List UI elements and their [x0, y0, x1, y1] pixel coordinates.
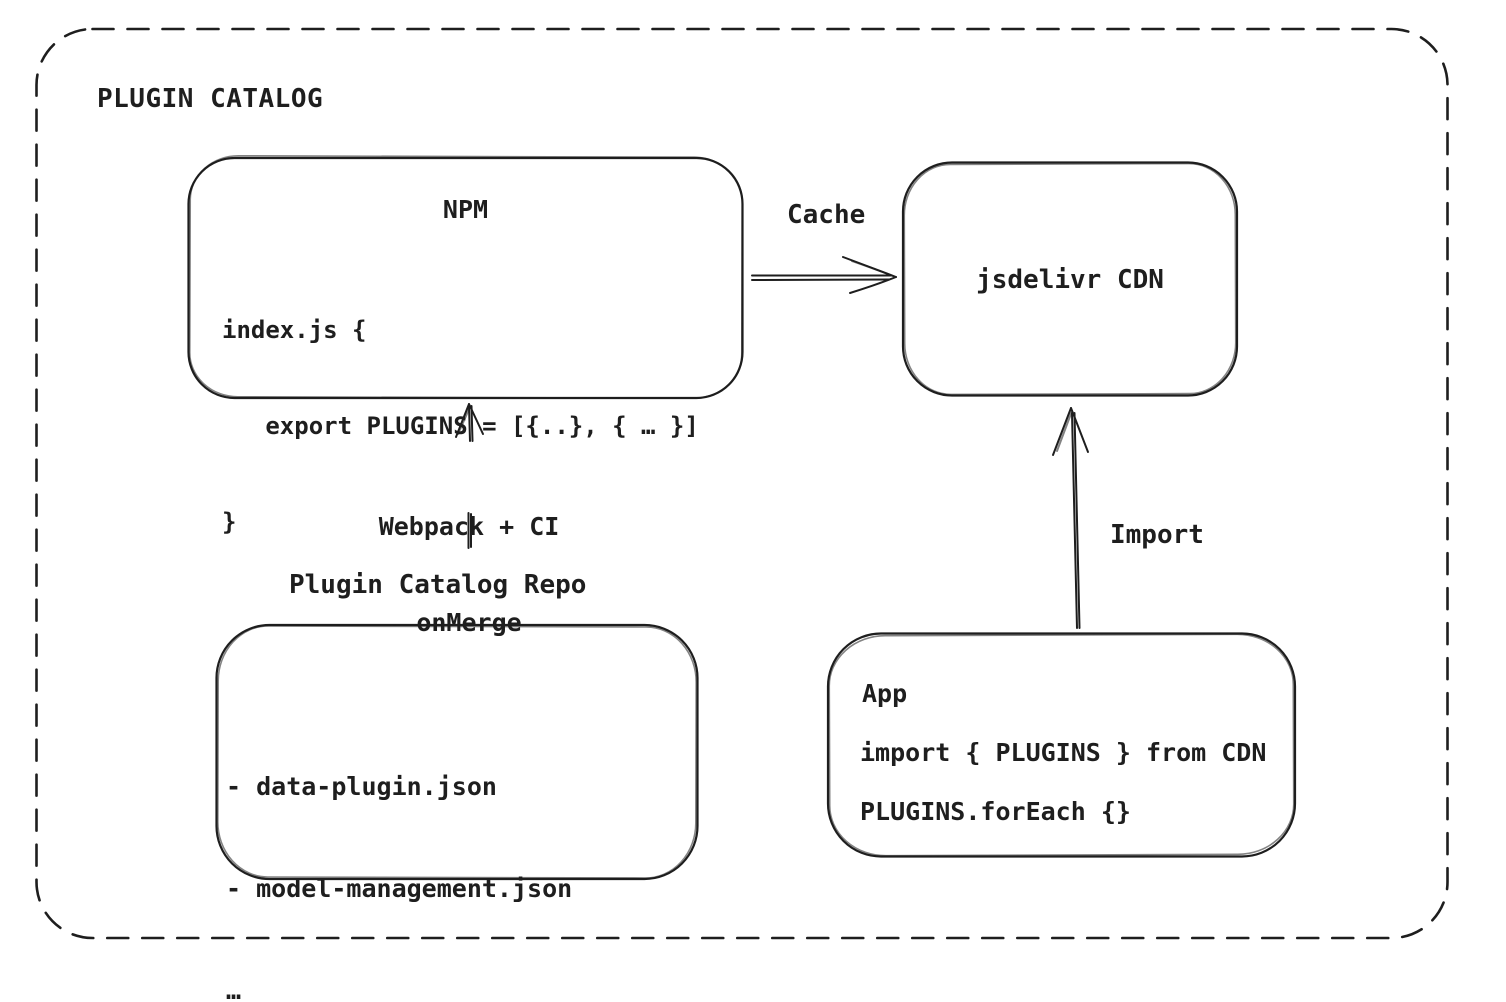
build-arrow-label-line2: onMerge	[416, 608, 522, 637]
repo-box-label: Plugin Catalog Repo	[289, 570, 587, 600]
app-code-line: PLUGINS.forEach {}	[860, 797, 1131, 826]
app-box-sketch-stroke	[828, 633, 1295, 857]
build-arrow-label: Webpack + CI onMerge	[288, 447, 650, 703]
cdn-box-label: jsdelivr CDN	[976, 265, 1164, 295]
build-arrow-label-line1: Webpack + CI	[378, 512, 560, 541]
repo-file-item: - model-management.json	[226, 874, 573, 903]
npm-box-sketch-stroke	[188, 154, 744, 400]
app-box-title: App	[862, 679, 908, 708]
import-arrow-label: Import	[1110, 520, 1204, 550]
npm-code-block: index.js { export PLUGINS = [{..}, { … }…	[222, 250, 699, 602]
npm-code-line: }	[222, 508, 237, 536]
diagram-title: PLUGIN CATALOG	[97, 84, 324, 114]
npm-code-line: export PLUGINS = [{..}, { … }]	[222, 412, 699, 440]
app-code-line: import { PLUGINS } from CDN	[860, 738, 1267, 767]
npm-code-line: index.js {	[222, 316, 367, 344]
repo-box-sketch-stroke	[217, 625, 697, 879]
repo-file-list: - data-plugin.json - model-management.js…	[226, 702, 572, 1002]
build-arrow	[455, 403, 484, 549]
repo-file-item: …	[226, 976, 242, 1002]
repo-box	[215, 623, 699, 881]
repo-file-item: - data-plugin.json	[226, 772, 497, 801]
cache-arrow	[751, 256, 897, 294]
app-box	[826, 632, 1297, 858]
import-arrow	[1052, 407, 1089, 629]
cache-arrow-label: Cache	[787, 200, 866, 230]
cdn-box	[901, 161, 1239, 397]
npm-box-title: NPM	[442, 195, 489, 224]
cdn-box-sketch-stroke	[903, 162, 1237, 396]
plugin-catalog-border	[35, 27, 1449, 940]
